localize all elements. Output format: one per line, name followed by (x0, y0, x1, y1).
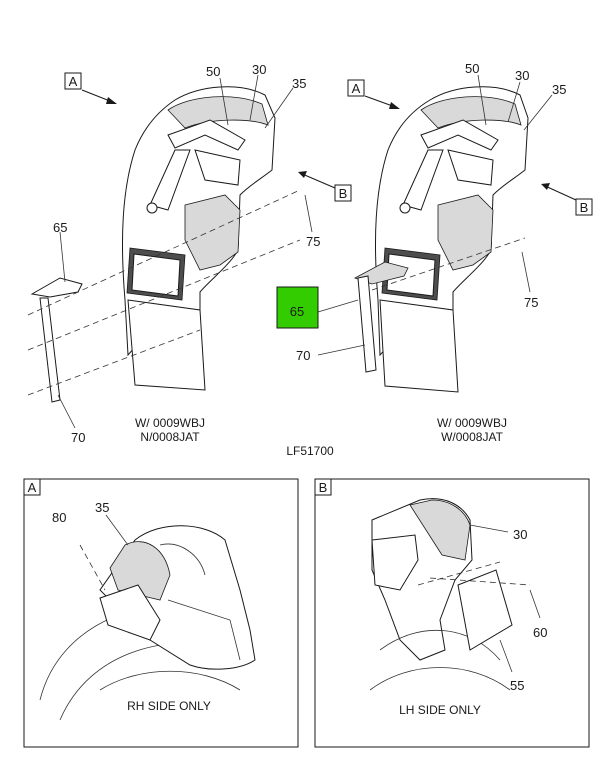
right-mud-flap (379, 299, 459, 393)
left-view-b-letter: B (339, 186, 348, 201)
left-view-b-arrow (299, 172, 336, 189)
detail-b-panel: B 30 60 55 LH SIDE ONLY (314, 478, 590, 748)
left-view-a-letter: A (69, 74, 78, 89)
left-leader-30 (249, 74, 259, 121)
right-callout-70: 70 (296, 348, 310, 363)
detail-b-bracket (371, 534, 419, 591)
detail-a-caption: RH SIDE ONLY (127, 699, 211, 713)
right-callout-50: 50 (465, 61, 479, 76)
detail-b-assembly-line-2 (429, 577, 531, 586)
left-leader-35 (264, 87, 294, 129)
detail-a-bracket-80 (99, 584, 161, 641)
left-callout-30: 30 (252, 62, 266, 77)
right-caption-line-2: W/0008JAT (441, 430, 503, 444)
left-view-a-arrowhead (106, 97, 117, 104)
left-view-b-arrowhead (298, 171, 307, 178)
detail-b-wheel-arc-1 (379, 629, 501, 661)
detail-b-letter: B (319, 480, 328, 495)
left-view-b-tag (334, 184, 352, 202)
detail-a-callout-80: 80 (52, 510, 66, 525)
right-leader-35 (523, 94, 553, 131)
right-mount-arm (402, 149, 444, 211)
left-callout-50: 50 (206, 64, 220, 79)
right-bracket-50 (420, 119, 499, 151)
right-callout-75: 75 (524, 295, 538, 310)
detail-a-panel: A 80 35 RH SIDE ONLY (23, 478, 299, 748)
right-leader-50 (477, 74, 487, 126)
detail-b-leader-55 (499, 639, 513, 673)
left-assembly-line-3 (27, 329, 201, 396)
right-leader-65 (317, 299, 359, 313)
left-callout-75: 75 (306, 234, 320, 249)
right-callout-65[interactable]: 65 (290, 304, 304, 319)
detail-a-extension-35 (109, 541, 171, 601)
left-callout-70: 70 (71, 430, 85, 445)
right-arm-bracket (447, 149, 494, 186)
right-leader-30 (507, 81, 521, 123)
detail-b-callout-60: 60 (533, 625, 547, 640)
figure-id: LF51700 (286, 444, 334, 458)
right-assembly-line (371, 237, 526, 291)
right-caption-line-1: W/ 0009WBJ (437, 416, 507, 430)
detail-b-wheel-arc-2 (369, 667, 511, 691)
detail-b-callout-55: 55 (510, 678, 524, 693)
left-caption-line-2: N/0008JAT (140, 430, 200, 444)
left-arm-bracket (194, 149, 241, 186)
detail-b-caption: LH SIDE ONLY (399, 703, 481, 717)
left-callout-65: 65 (53, 220, 67, 235)
detail-a-contour-1 (159, 543, 206, 576)
left-strip-70 (39, 297, 61, 403)
left-leader-75 (304, 194, 313, 233)
highlighted-callout-65-box[interactable] (276, 286, 319, 329)
right-view-b-tag (575, 198, 593, 216)
left-assembly-line-2 (27, 239, 301, 351)
detail-a-wheel-arc-3 (99, 670, 241, 691)
left-leader-50 (219, 77, 229, 126)
detail-a-contour-2 (167, 599, 241, 661)
right-view-a-letter: A (352, 81, 361, 96)
left-assembly-view: A B 50 30 35 75 65 70 W/ 0009WBJ N/0008J… (27, 62, 352, 445)
detail-a-letter: A (28, 480, 37, 495)
detail-a-tag (23, 478, 41, 496)
right-view-a-tag (347, 79, 365, 97)
detail-a-leader-35 (105, 514, 129, 546)
right-strip-70 (357, 275, 377, 373)
detail-b-tag (314, 478, 332, 496)
right-view-b-arrow (542, 184, 577, 201)
left-view-a-tag (64, 72, 82, 90)
right-view-a-arrowhead (389, 102, 400, 109)
left-mount-arm (149, 149, 191, 211)
left-inner-housing (184, 194, 241, 271)
left-mud-flap (127, 299, 206, 391)
detail-b-fender-30 (409, 499, 471, 561)
right-view-b-arrowhead (541, 183, 550, 190)
left-callout-35: 35 (292, 76, 306, 91)
right-callout-30: 30 (515, 68, 529, 83)
right-leader-75 (521, 251, 531, 293)
right-assembly-view: A B 50 30 35 75 65 70 W/ 0009WBJ W/0008J… (276, 61, 593, 444)
left-leader-70 (57, 394, 76, 429)
right-inner-housing (437, 194, 494, 271)
right-view-b-letter: B (580, 200, 589, 215)
left-bracket-50 (167, 119, 246, 151)
detail-b-leader-60 (529, 589, 541, 619)
detail-b-assembly-line-1 (417, 561, 501, 586)
right-mount-bolt (399, 202, 411, 214)
left-bracket-65 (30, 277, 83, 298)
detail-a-leader-80-dash (79, 544, 106, 591)
left-leader-65 (59, 231, 66, 283)
right-leader-70 (317, 344, 366, 356)
detail-a-callout-35: 35 (95, 500, 109, 515)
detail-b-leader-30 (469, 524, 509, 533)
left-plate-inner (131, 253, 181, 297)
left-caption-line-1: W/ 0009WBJ (135, 416, 205, 430)
detail-b-panel-55 (457, 569, 513, 651)
left-mount-bolt (146, 202, 158, 214)
detail-b-callout-30: 30 (513, 527, 527, 542)
right-callout-35: 35 (552, 82, 566, 97)
